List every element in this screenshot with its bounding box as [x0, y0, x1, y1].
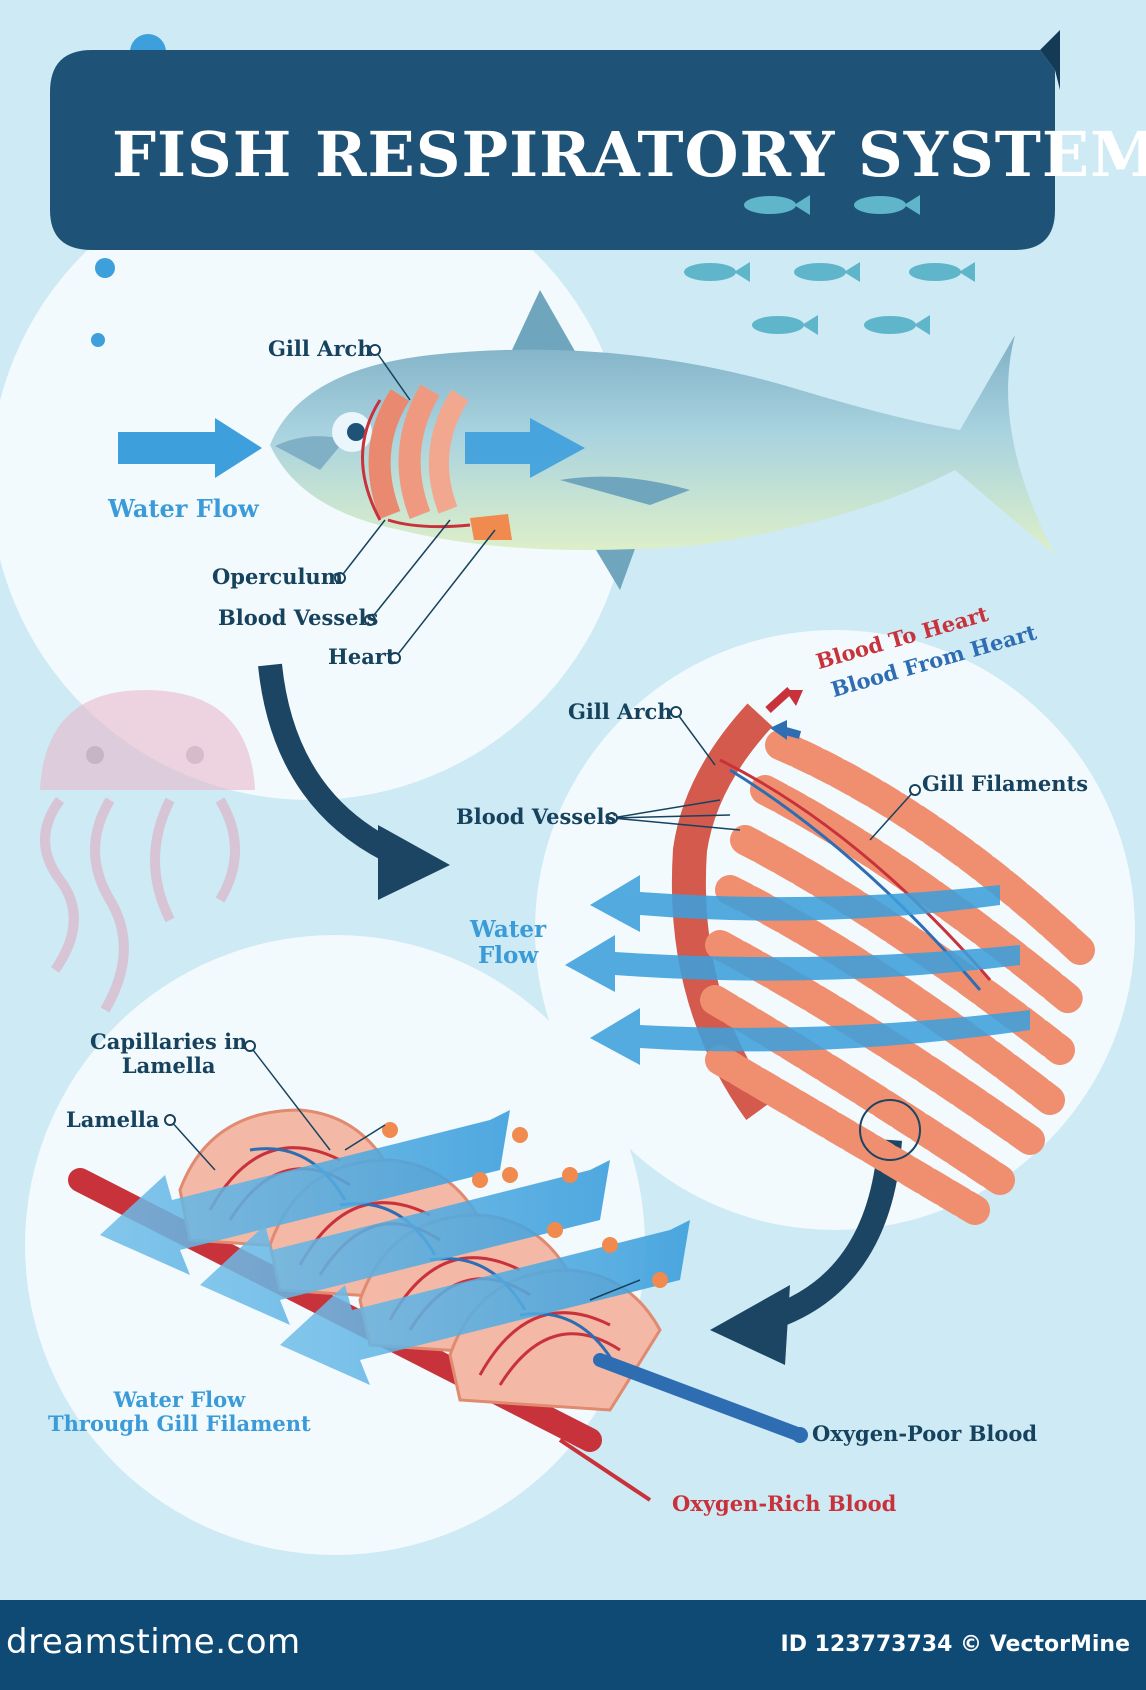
label-capillaries: Capillaries in Lamella — [90, 1029, 248, 1079]
footer-bar — [0, 1600, 1146, 1690]
label-water-flow-gill: Water Flow — [470, 916, 547, 970]
label-water-flow-filament: Water Flow Through Gill Filament — [48, 1387, 311, 1437]
leader-lines — [169, 349, 916, 1301]
footer-image-id: ID 123773734 © VectorMine — [780, 1632, 1130, 1657]
curved-arrow-to-gill-head — [378, 825, 450, 900]
label-operculum: Operculum — [212, 564, 343, 589]
page-title: FISH RESPIRATORY SYSTEM — [112, 118, 1146, 191]
tuna-fish-illustration — [270, 290, 1055, 590]
label-gill-arch: Gill Arch — [268, 336, 373, 361]
lamella-illustration — [68, 1108, 808, 1502]
label-water-flow-gill-line2: Flow — [477, 942, 539, 970]
footer-brand: dreamstime.com — [6, 1622, 301, 1662]
label-water-flow-filament-line2: Through Gill Filament — [48, 1411, 311, 1437]
jellyfish-icon — [40, 690, 255, 1013]
label-capillaries-line2: Lamella — [121, 1053, 216, 1079]
label-gill-arch-detail: Gill Arch — [568, 699, 673, 724]
label-lamella: Lamella — [66, 1107, 160, 1132]
water-flow-arrows — [118, 418, 585, 478]
label-water-flow-filament-line1: Water Flow — [113, 1387, 246, 1412]
label-oxygen-rich-blood: Oxygen-Rich Blood — [672, 1491, 897, 1516]
gill-panel-circle — [535, 630, 1135, 1230]
label-capillaries-line1: Capillaries in — [90, 1029, 248, 1054]
label-gill-filaments: Gill Filaments — [922, 771, 1089, 796]
fish-school-icon — [684, 195, 975, 335]
leader-dots — [164, 344, 921, 1126]
label-water-flow: Water Flow — [108, 494, 259, 523]
label-blood-vessels: Blood Vessels — [218, 605, 379, 630]
label-water-flow-gill-line1: Water — [470, 916, 547, 943]
label-heart: Heart — [328, 644, 396, 669]
label-blood-vessels-detail: Blood Vessels — [456, 804, 617, 829]
gill-water-flow-arrows — [565, 875, 1030, 1065]
curved-arrow-to-lamella-head — [710, 1285, 790, 1365]
label-oxygen-poor-blood: Oxygen-Poor Blood — [812, 1421, 1038, 1446]
